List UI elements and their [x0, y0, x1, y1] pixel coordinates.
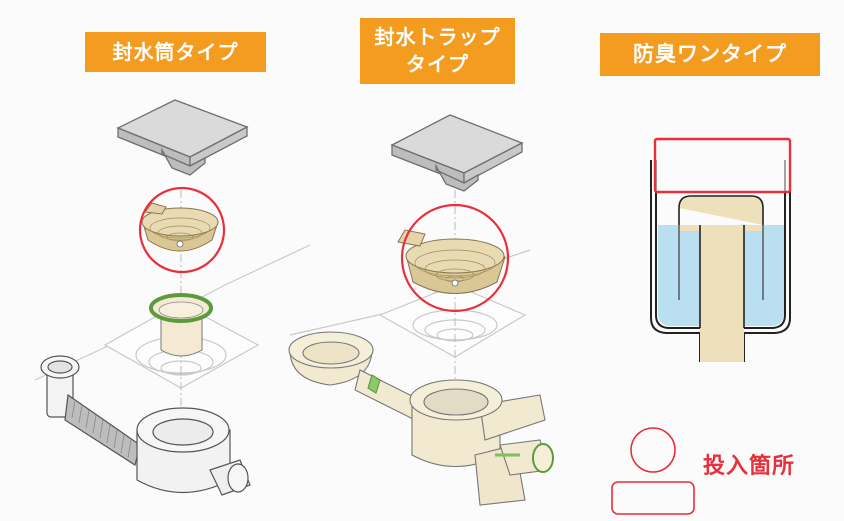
trap-drain-body-icon — [288, 331, 554, 506]
cover-icon — [116, 99, 249, 176]
sealing-cylinder-icon — [149, 293, 213, 357]
highlight-circle — [138, 186, 226, 274]
legend-circle-icon — [630, 427, 676, 473]
diagram-sealing-trap — [288, 114, 554, 506]
basket-icon — [397, 229, 506, 294]
drain-body-icon — [40, 355, 251, 496]
basket-icon — [141, 202, 219, 252]
diagram-odor-proof-one — [650, 137, 792, 362]
legend-symbols — [611, 427, 695, 515]
legend-label: 投入箇所 — [703, 454, 796, 479]
label-sealing-trap-type: 封水トラップ タイプ — [360, 18, 515, 84]
plug-stem-icon — [701, 225, 743, 362]
label-sealing-cylinder-type: 封水筒タイプ — [85, 32, 266, 72]
highlight-circle — [400, 203, 510, 313]
highlight-rect — [653, 137, 792, 194]
label-odor-proof-one-type: 防臭ワンタイプ — [600, 33, 820, 76]
diagram-sealing-cylinder — [34, 99, 311, 496]
cover-icon — [390, 114, 524, 192]
legend-rect-icon — [611, 481, 695, 515]
